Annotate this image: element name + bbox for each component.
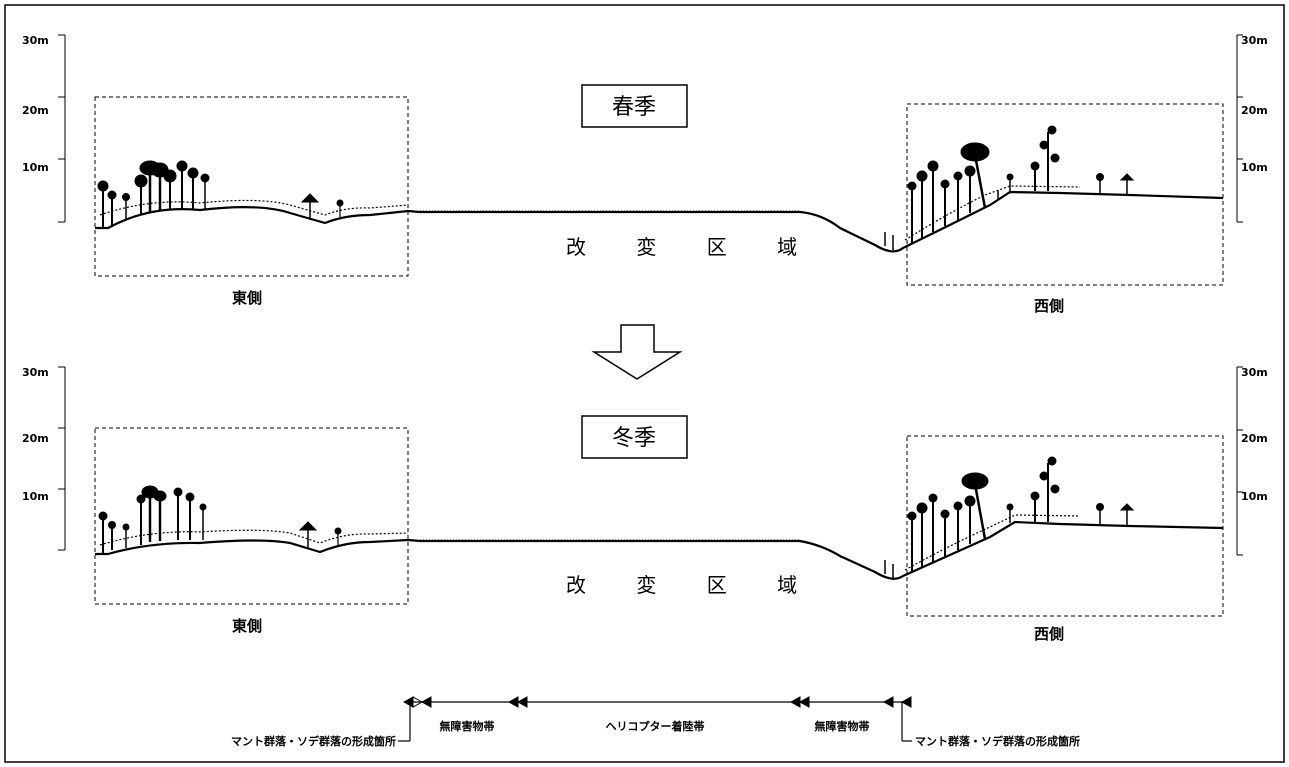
legend-mantle-right: マント群落・ソデ群落の形成箇所 <box>915 734 1080 748</box>
scale-label-10m-right: 10m <box>1241 161 1268 174</box>
outer-frame <box>4 4 1285 763</box>
right-scale-top <box>1236 34 1243 223</box>
modified-zone-label: 改 変 区 域 <box>566 573 819 597</box>
west-box <box>906 435 1224 617</box>
legend-clear-zone-right: 無障害物帯 <box>815 719 870 733</box>
season-label: 春季 <box>612 95 656 120</box>
trees-west <box>884 125 1135 250</box>
scale-label-20m-right: 20m <box>1241 432 1268 445</box>
legend-clear-zone-left: 無障害物帯 <box>440 719 495 733</box>
east-side-label: 東側 <box>232 289 262 307</box>
understory-east <box>99 529 409 546</box>
modified-zone-label: 改 変 区 域 <box>566 235 819 259</box>
zone-legend <box>398 696 912 742</box>
right-scale-bottom <box>1236 366 1243 556</box>
east-side-label: 東側 <box>232 617 262 635</box>
scale-label-10m: 10m <box>22 161 49 174</box>
panel-winter: 30m 20m 10m 30m 20m 10m 冬季 <box>22 366 1268 643</box>
legend-mantle-left: マント群落・ソデ群落の形成箇所 <box>231 734 396 748</box>
terrain-profile <box>95 190 1224 253</box>
west-side-label: 西側 <box>1034 297 1064 315</box>
scale-label-30m-right: 30m <box>1241 366 1268 379</box>
trees-west <box>884 456 1135 580</box>
left-scale-top <box>58 34 66 223</box>
terrain-profile <box>95 520 1224 580</box>
east-box <box>94 427 409 605</box>
east-box <box>94 96 409 277</box>
season-label: 冬季 <box>612 426 656 451</box>
panel-spring: 30m 20m 10m 30m 20m 10m 春季 <box>22 34 1268 315</box>
trees-east <box>97 160 344 228</box>
season-box <box>581 415 688 459</box>
left-scale-bottom <box>58 366 66 551</box>
scale-label-10m-right: 10m <box>1241 490 1268 503</box>
scale-label-10m: 10m <box>22 490 49 503</box>
scale-label-30m: 30m <box>22 366 49 379</box>
scale-label-30m: 30m <box>22 34 49 47</box>
understory-west <box>904 514 1081 571</box>
scale-label-20m-right: 20m <box>1241 104 1268 117</box>
west-side-label: 西側 <box>1034 625 1064 643</box>
season-box <box>581 84 688 128</box>
west-box <box>906 103 1224 286</box>
understory-east <box>99 199 409 216</box>
scale-label-20m: 20m <box>22 104 49 117</box>
trees-east <box>98 485 342 554</box>
understory-west <box>904 185 1081 241</box>
scale-label-20m: 20m <box>22 432 49 445</box>
scale-label-30m-right: 30m <box>1241 34 1268 47</box>
legend-helipad: ヘリコプター着陸帯 <box>606 719 705 733</box>
transition-arrow-icon <box>591 324 683 380</box>
